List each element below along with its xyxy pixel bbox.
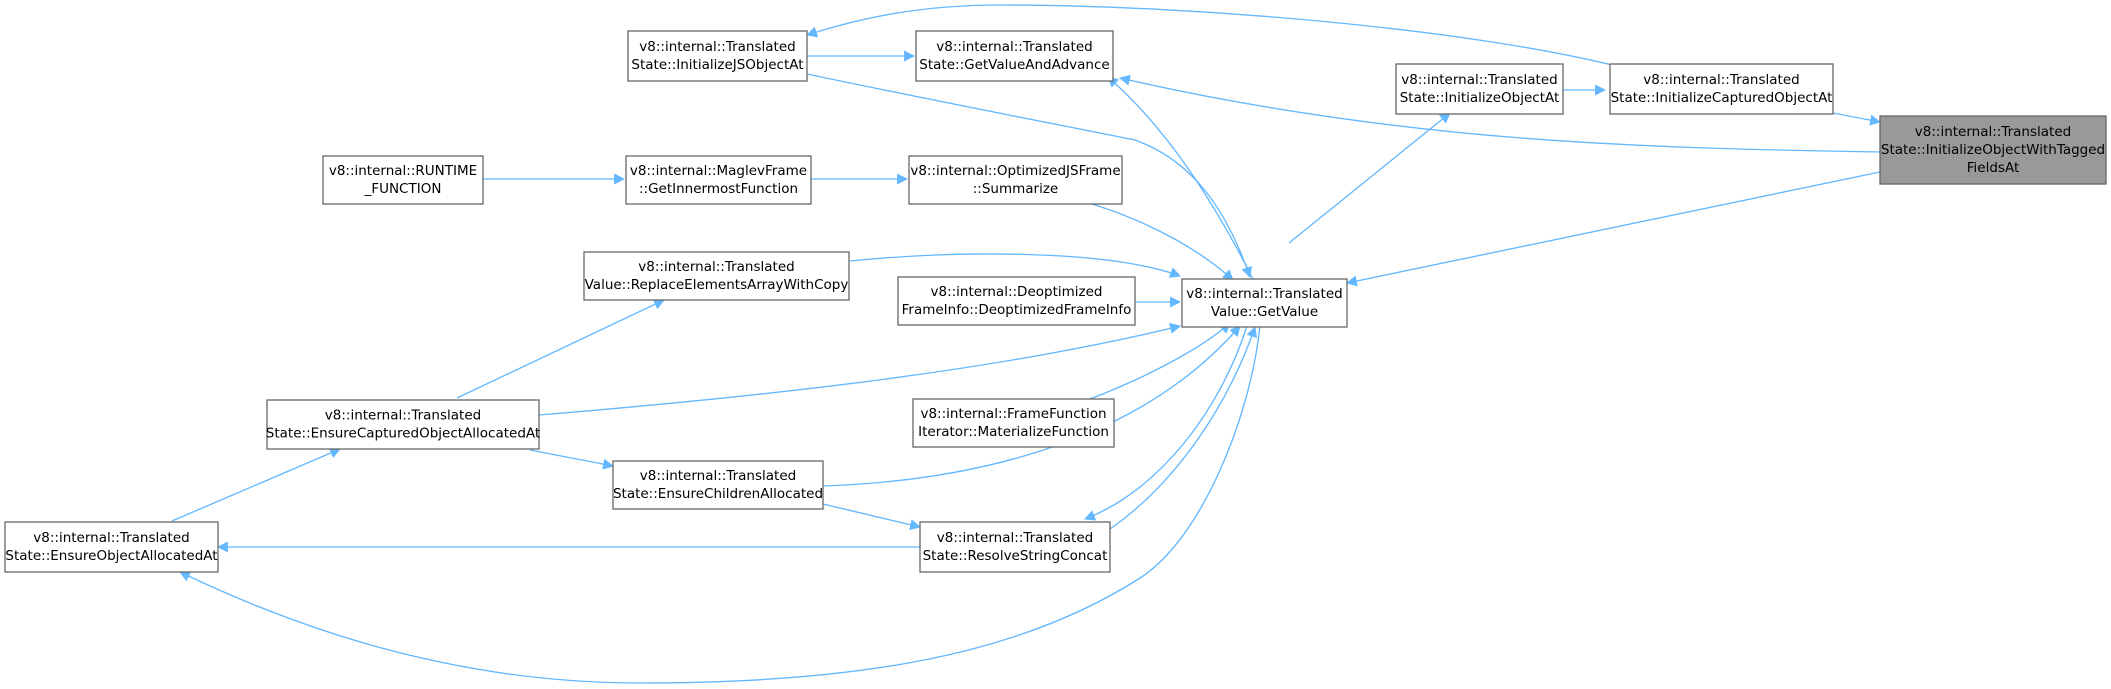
node-label-line: State::InitializeJSObjectAt [631,57,803,73]
edge-focus-to-get-value-advance [1118,74,1881,153]
edge-frame-function-to-get-value [1089,322,1231,400]
node-label-line: FieldsAt [1967,160,2019,176]
node-ensure-children-allocated[interactable]: v8::internal::TranslatedState::EnsureChi… [612,460,824,510]
node-initialize-captured-object-at[interactable]: v8::internal::TranslatedState::Initializ… [1609,63,1834,115]
node-label-line: Value::ReplaceElementsArrayWithCopy [585,277,849,293]
node-label-line: v8::internal::FrameFunction [920,406,1106,422]
node-replace-elements-array-with-copy[interactable]: v8::internal::TranslatedValue::ReplaceEl… [583,251,850,301]
edge-get-value-to-get-value-advance [1107,76,1254,280]
edge-get-value-to-resolve-string [1083,325,1248,521]
edge-optimized-to-get-value [1091,203,1234,281]
node-label-line: v8::internal::OptimizedJSFrame [910,163,1120,179]
edge-resolve-string-to-get-value [1109,325,1257,530]
node-label-line: v8::internal::Translated [937,530,1093,546]
node-label-line: State::InitializeObjectAt [1400,90,1560,106]
node-label-line: State::EnsureCapturedObjectAllocatedAt [266,426,540,442]
node-label-line: v8::internal::Translated [325,408,481,424]
node-label-line: v8::internal::Translated [639,39,795,55]
node-deoptimized-frame-info[interactable]: v8::internal::DeoptimizedFrameInfo::Deop… [897,276,1136,326]
node-label-line: ::GetInnermostFunction [639,181,798,197]
node-frame-function-iterator-materialize-function[interactable]: v8::internal::FrameFunctionIterator::Mat… [912,398,1115,448]
node-ensure-object-allocated-at[interactable]: v8::internal::TranslatedState::EnsureObj… [4,521,219,573]
edge-get-value-to-ensure-object [179,325,1261,684]
node-label-line: v8::internal::Translated [638,259,794,275]
edge-focus-to-get-value [1345,171,1881,287]
edge-ensure-captured-to-ensure-children [529,449,615,470]
node-initialize-object-at[interactable]: v8::internal::TranslatedState::Initializ… [1395,63,1564,115]
node-label-line: v8::internal::Deoptimized [930,284,1102,300]
edge-ensure-captured-to-replace-elements [456,299,665,399]
node-get-value-and-advance[interactable]: v8::internal::TranslatedState::GetValueA… [915,30,1114,82]
node-label-line: FrameInfo::DeoptimizedFrameInfo [902,302,1132,318]
edge-init-captured-to-focus [1832,112,1882,126]
node-label-line: v8::internal::Translated [1186,286,1342,302]
node-ensure-captured-object-allocated-at[interactable]: v8::internal::TranslatedState::EnsureCap… [266,399,540,450]
node-label-line: State::ResolveStringConcat [923,548,1108,564]
node-label-line: v8::internal::Translated [936,39,1092,55]
edge-ensure-captured-to-get-value [538,323,1182,416]
node-label-line: v8::internal::MaglevFrame [630,163,807,179]
node-label-line: State::GetValueAndAdvance [919,57,1109,73]
edge-init-captured-to-init-js-object [805,4,1613,66]
node-label-line: v8::internal::Translated [33,530,189,546]
node-label-line: v8::internal::Translated [1915,124,2071,140]
node-initialize-object-with-tagged-fields-at[interactable]: v8::internal::TranslatedState::Initializ… [1879,115,2107,185]
node-label-line: State::EnsureObjectAllocatedAt [5,548,217,564]
edge-ensure-children-to-resolve-string [822,503,922,531]
edge-get-value-to-init-object [1288,112,1451,244]
node-resolve-string-concat[interactable]: v8::internal::TranslatedState::ResolveSt… [919,521,1111,573]
node-initialize-js-object-at[interactable]: v8::internal::TranslatedState::Initializ… [627,30,808,82]
nodes: v8::internal::TranslatedState::Initializ… [4,30,2107,573]
node-label-line: State::InitializeCapturedObjectAt [1611,90,1833,106]
node-label-line: Value::GetValue [1211,304,1318,320]
node-label-line: ::Summarize [973,181,1059,197]
node-runtime-function[interactable]: v8::internal::RUNTIME_FUNCTION [322,155,484,205]
node-label-line: _FUNCTION [364,181,442,197]
edge-replace-elements-to-get-value [849,253,1182,278]
node-label-line: v8::internal::RUNTIME [329,163,477,179]
edge-ensure-object-to-ensure-captured [171,447,342,522]
node-label-line: Iterator::MaterializeFunction [918,424,1109,440]
node-label-line: v8::internal::Translated [640,468,796,484]
node-maglev-frame-get-innermost-function[interactable]: v8::internal::MaglevFrame::GetInnermostF… [625,155,812,205]
node-label-line: State::InitializeObjectWithTagged [1881,142,2105,158]
node-label-line: State::EnsureChildrenAllocated [613,486,823,502]
node-label-line: v8::internal::Translated [1401,72,1557,88]
node-optimized-js-frame-summarize[interactable]: v8::internal::OptimizedJSFrame::Summariz… [908,155,1123,205]
edge-init-js-object-to-get-value [806,73,1252,279]
node-label-line: v8::internal::Translated [1643,72,1799,88]
